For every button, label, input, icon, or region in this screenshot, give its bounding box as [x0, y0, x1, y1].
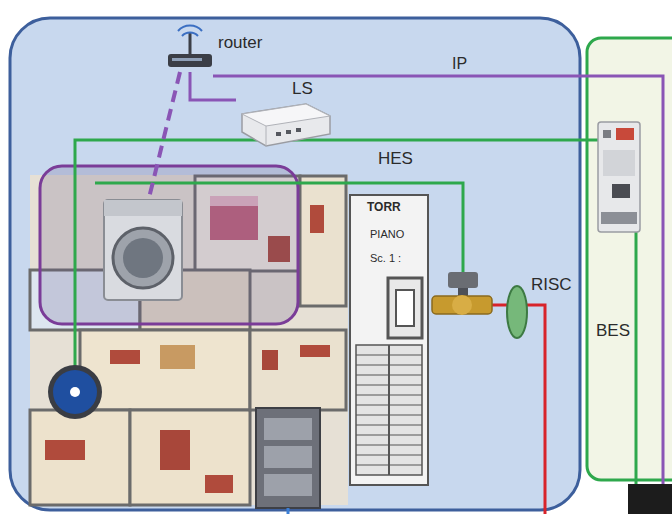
- floor-label: PIANO: [370, 228, 404, 240]
- monitor: [628, 484, 672, 514]
- node-label: LS: [292, 80, 313, 99]
- bus-label: HES: [378, 150, 413, 169]
- ls-node: LS: [236, 80, 336, 150]
- appliance-zone: [40, 166, 298, 324]
- network-cable: [190, 72, 236, 100]
- gateway-device: [598, 122, 640, 232]
- meter-label: RISC: [531, 276, 572, 295]
- meter-cabinet: [256, 408, 320, 514]
- ip-line: [213, 76, 663, 514]
- device-icon: [236, 80, 336, 150]
- bes-line: [635, 232, 638, 490]
- home-region: [10, 18, 580, 510]
- risc-meter: [507, 286, 527, 338]
- wifi-link: [148, 72, 180, 202]
- bus-label: BES: [596, 322, 630, 341]
- valve: [432, 272, 492, 315]
- washing-machine: [104, 200, 182, 300]
- protocol-label: IP: [452, 55, 467, 73]
- building-region: [587, 38, 672, 480]
- node-label: router: [218, 34, 262, 53]
- building-label: TORR: [367, 201, 401, 214]
- stairwell: [350, 195, 428, 485]
- router-node: router: [160, 22, 270, 72]
- stair-label: Sc. 1 :: [370, 252, 401, 264]
- thermostat: [48, 365, 102, 419]
